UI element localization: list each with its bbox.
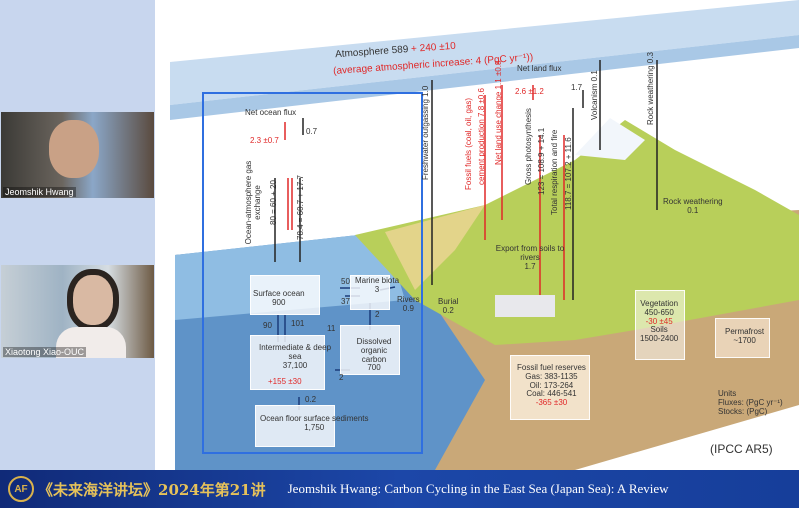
doc-box	[340, 325, 400, 375]
deep-sea-box	[250, 335, 325, 390]
rock-weathering-top: Rock weathering 0.3	[646, 52, 655, 125]
video-tile-xiaotong[interactable]: Xiaotong Xiao-OUC	[1, 265, 154, 358]
fossil-fuels-label: Fossil fuels (coal, oil, gas)	[464, 97, 473, 190]
net-ocean-flux-label: Net ocean flux	[245, 108, 297, 117]
flux-11: 11	[327, 324, 336, 333]
fossil-fuel-box	[510, 355, 590, 420]
speaker-face	[49, 120, 99, 178]
volcanism-value: Volcanism 0.1	[590, 70, 599, 120]
highlight-box	[202, 92, 423, 454]
participant-body	[56, 327, 126, 358]
respiration-value: 118.7 = 107.2 + 11.6	[564, 137, 573, 210]
series-title: 《未来海洋讲坛》2024年第21讲	[38, 480, 266, 499]
source-citation: (IPCC AR5)	[710, 442, 773, 456]
shared-slide: Atmosphere 589 + 240 ±10 (average atmosp…	[155, 0, 799, 470]
talk-title: Jeomshik Hwang: Carbon Cycling in the Ea…	[287, 481, 669, 496]
flux-2-deep: 2	[339, 373, 344, 382]
net-land-flux-label: Net land flux	[517, 64, 562, 73]
gas-exchange-label: Ocean-atmosphere gas exchange	[244, 160, 262, 245]
freshwater-outgassing: Freshwater outgassing 1.0	[421, 85, 430, 180]
land-use-change-value: Net land use change 1.1 ±0.8	[494, 60, 503, 165]
land-uptake-value: 2.6 ±1.2	[515, 87, 544, 96]
deep-sea-change: +155 ±30	[268, 377, 302, 386]
land-surface	[355, 120, 799, 345]
respiration-label: Total respiration and fire	[550, 129, 559, 215]
video-tile-jeomshik[interactable]: Jeomshik Hwang	[1, 112, 154, 198]
surface-ocean-box	[250, 275, 320, 315]
participant-name: Xiaotong Xiao-OUC	[3, 347, 87, 357]
land-release-value: 1.7	[571, 83, 583, 92]
gas-down-value: 80 = 60 + 20	[269, 180, 278, 225]
photosynthesis-label: Gross photosynthesis	[524, 108, 533, 185]
permafrost-box	[715, 318, 770, 358]
flux-0-2: 0.2	[305, 395, 317, 404]
flux-2-doc: 2	[375, 310, 380, 319]
vegetation-soils-box	[635, 290, 685, 360]
power-plant	[495, 295, 555, 317]
photosynthesis-value: 123 = 108.9 + 14.1	[537, 127, 546, 195]
sediments-box	[255, 405, 335, 447]
lecture-banner: AF 《未来海洋讲坛》2024年第21讲 Jeomshik Hwang: Car…	[0, 470, 799, 508]
ocean-uptake-value: 2.3 ±0.7	[250, 136, 279, 145]
flux-90: 90	[263, 321, 272, 330]
flux-101: 101	[291, 319, 305, 328]
gas-up-value: 78.4 = 60.7 + 17.7	[296, 175, 305, 240]
participant-name: Jeomshik Hwang	[3, 187, 76, 197]
flux-37: 37	[341, 297, 350, 306]
flux-50: 50	[341, 277, 350, 286]
ocean-outgassing-value: 0.7	[306, 127, 318, 136]
marine-biota-box	[350, 275, 390, 310]
forum-logo: AF	[8, 476, 34, 502]
cement-production-value: cement production 7.8 ±0.6	[477, 88, 486, 185]
volcano	[575, 118, 645, 160]
participant-panel: Jeomshik Hwang Xiaotong Xiao-OUC	[0, 0, 155, 470]
atmosphere-slab	[170, 0, 799, 105]
participant-face	[73, 275, 113, 325]
permafrost-label: Permafrost~1700	[725, 327, 765, 345]
